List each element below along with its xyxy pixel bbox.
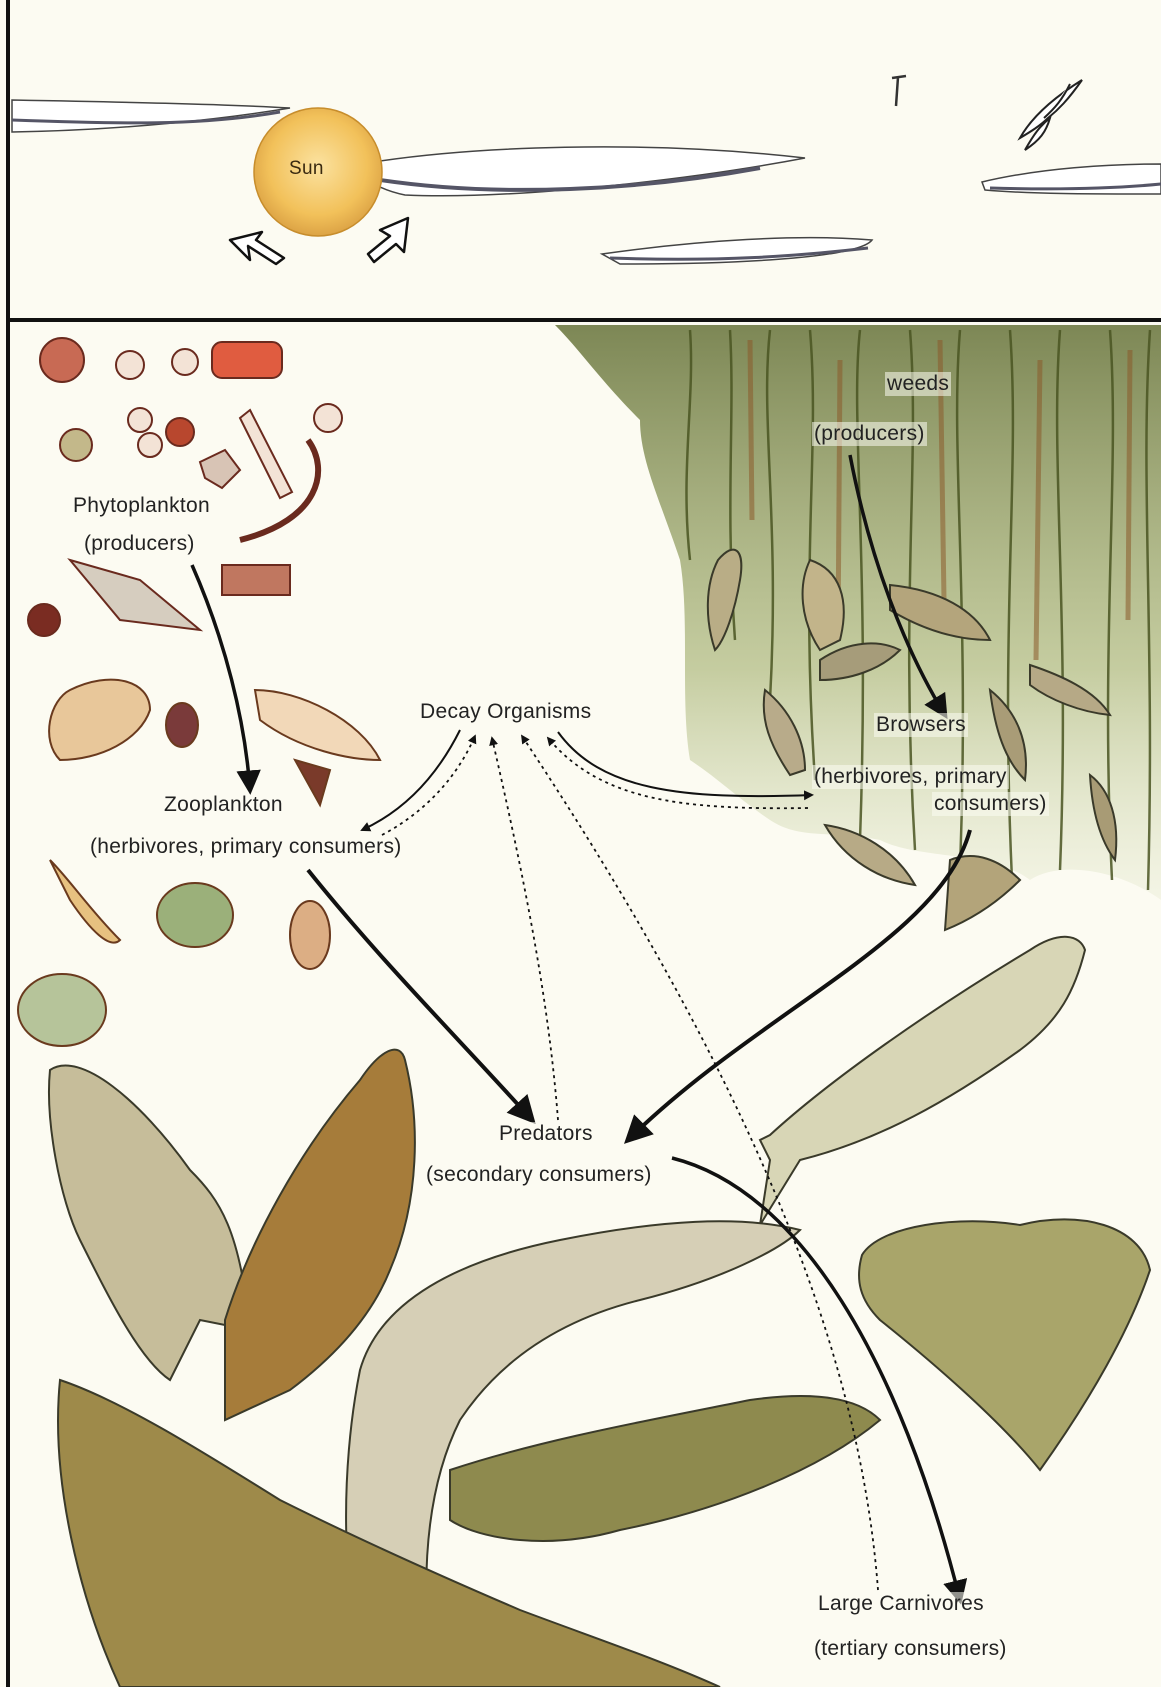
predator-fish-right xyxy=(760,937,1085,1225)
weeds-illustration xyxy=(555,325,1161,900)
phytoplankton-illustration xyxy=(28,338,342,636)
cloud-center xyxy=(355,147,805,196)
arrow-phytoplankton-to-zooplankton xyxy=(192,565,250,790)
zooplankton-illustration xyxy=(18,680,380,1046)
seagull-icon xyxy=(1020,80,1082,150)
zooplankton-role: (herbivores, primary consumers) xyxy=(90,835,402,859)
decay-organisms-label: Decay Organisms xyxy=(420,700,591,724)
large-carnivores-label: Large Carnivores xyxy=(816,1592,986,1616)
weeds-role: (producers) xyxy=(812,422,927,446)
sunfish-left xyxy=(49,1066,250,1380)
browsers-role-line1: (herbivores, primary xyxy=(812,765,1009,789)
browsers-label: Browsers xyxy=(874,713,968,737)
cloud-right xyxy=(982,164,1161,194)
arrow-predators-to-decay xyxy=(492,738,558,1120)
large-carnivores-role: (tertiary consumers) xyxy=(812,1637,1009,1661)
predators-role: (secondary consumers) xyxy=(424,1163,654,1187)
arrow-decay-to-zooplankton xyxy=(362,730,460,830)
phytoplankton-role: (producers) xyxy=(84,532,195,556)
arrow-zooplankton-to-predators xyxy=(308,870,532,1120)
weeds-label: weeds xyxy=(885,372,951,396)
phytoplankton-label: Phytoplankton xyxy=(73,494,210,518)
cloud-left xyxy=(12,100,290,132)
bass-fish xyxy=(450,1396,880,1541)
zooplankton-label: Zooplankton xyxy=(164,793,283,817)
arrow-zooplankton-to-decay xyxy=(382,736,475,835)
browsers-role-line2: consumers) xyxy=(932,792,1049,816)
crappie-fish xyxy=(859,1219,1150,1470)
predators-label: Predators xyxy=(497,1122,595,1146)
distant-bird-icon xyxy=(892,76,906,106)
sky-panel xyxy=(12,76,1161,264)
sun-label: Sun xyxy=(289,158,324,180)
cloud-low xyxy=(602,238,872,264)
